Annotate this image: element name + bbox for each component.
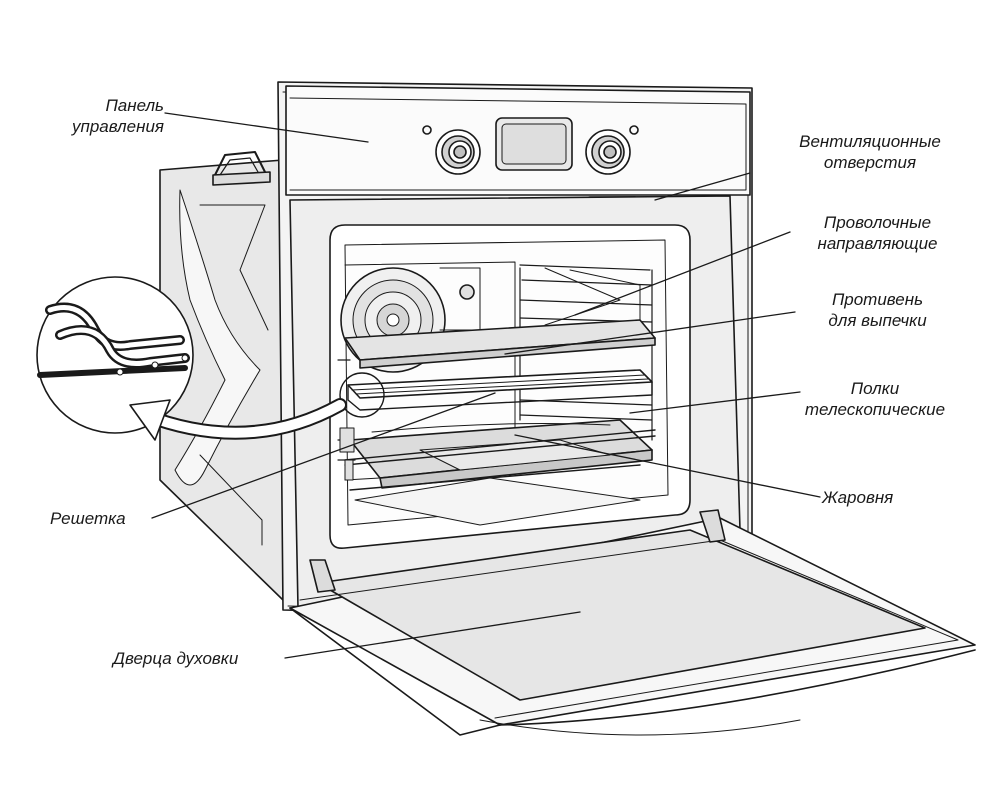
leader-control-panel [164, 112, 369, 143]
label-control-panel: Панель управления [71, 96, 164, 136]
leader-lines [151, 112, 821, 659]
leader-vents [654, 172, 751, 201]
leader-grill-rack [151, 392, 496, 519]
label-baking-tray: Противень для выпечки [828, 290, 927, 330]
control-panel [285, 85, 751, 196]
label-telescopic-shelves: Полки телескопические [804, 379, 946, 419]
magnify-source-circle [339, 372, 385, 418]
label-oven-door: Дверца духовки [113, 649, 239, 668]
label-roasting-pan: Жаровня [822, 488, 894, 507]
leader-telescopic-shelves [629, 391, 801, 414]
left-knob [435, 129, 481, 175]
magnify-arrow [129, 398, 347, 441]
indicator-left [422, 125, 432, 135]
right-knob [585, 129, 631, 175]
label-wire-guides: Проволочные направляющие [817, 213, 938, 253]
grill-rack [347, 369, 653, 411]
indicator-right [629, 125, 639, 135]
leader-wire-guides [574, 231, 791, 316]
label-vents: Вентиляционные отверстия [799, 132, 941, 172]
oven-door [289, 509, 976, 736]
leader-oven-door [284, 611, 581, 659]
oven-lamp [459, 284, 475, 300]
leader-baking-tray [504, 311, 796, 355]
leader-roasting-pan [514, 434, 821, 498]
magnifier-circle [36, 276, 194, 434]
label-grill-rack: Решетка [50, 509, 126, 528]
